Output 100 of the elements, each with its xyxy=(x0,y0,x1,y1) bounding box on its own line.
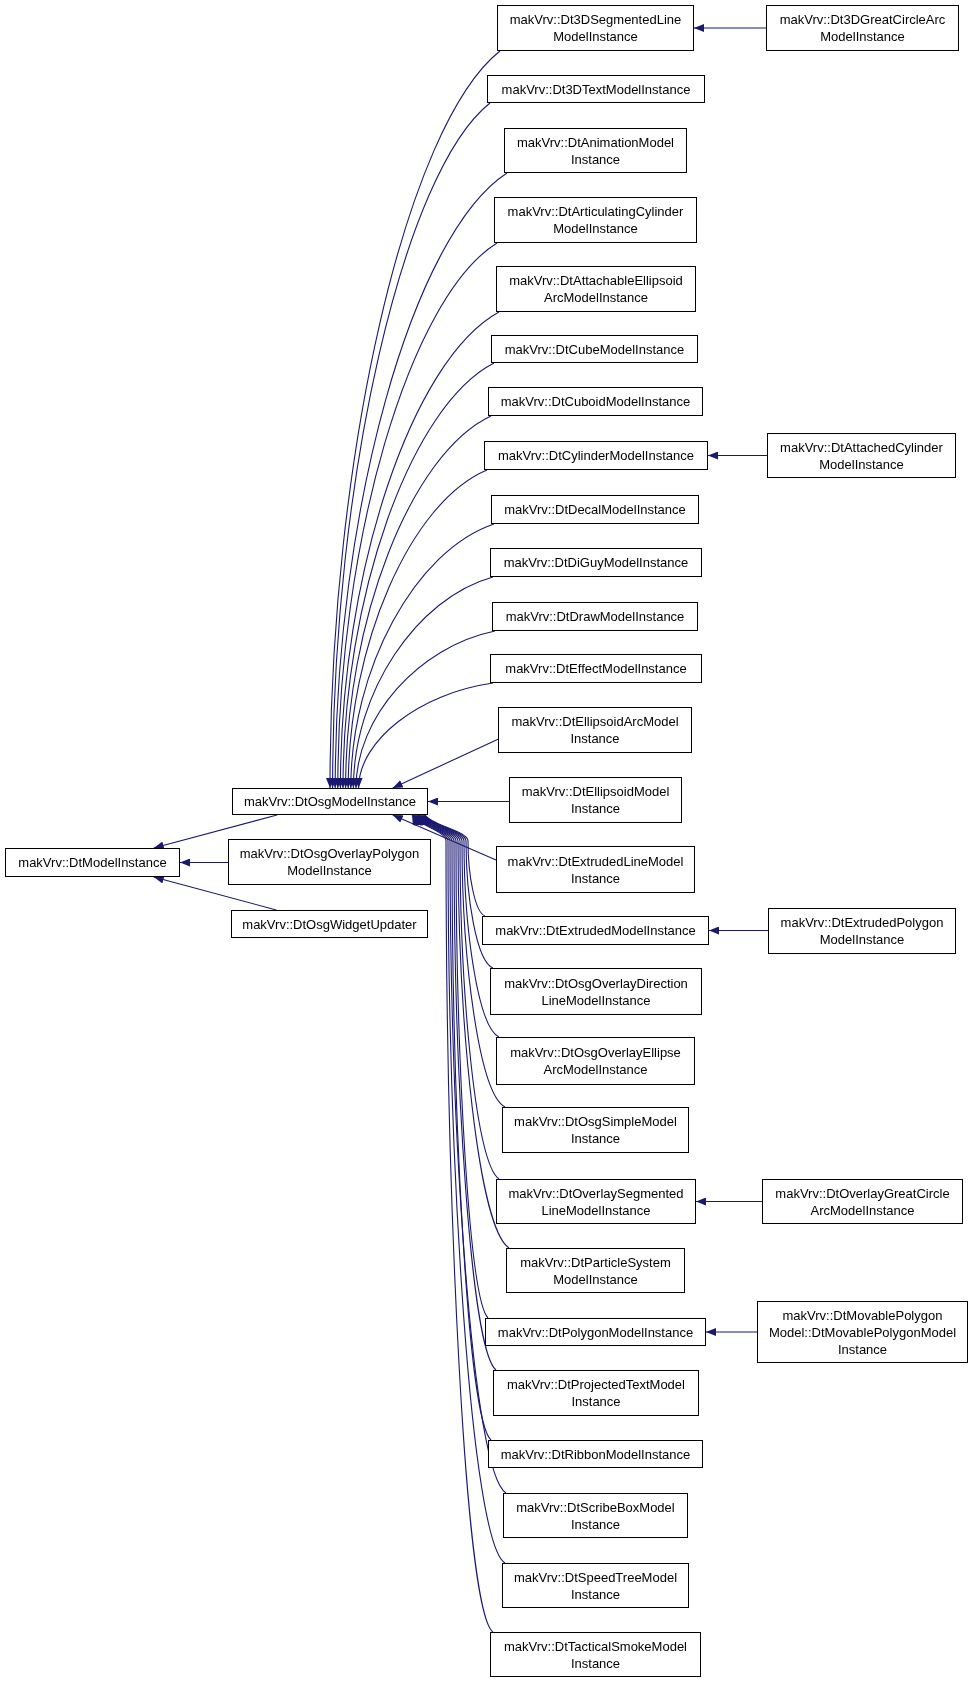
class-box xyxy=(762,1179,963,1224)
arrow xyxy=(153,875,277,911)
class-box xyxy=(506,1248,685,1293)
class-name: makVrv::DtEllipsoidArcModel Instance xyxy=(510,713,680,747)
arrow xyxy=(347,523,495,789)
class-box xyxy=(488,387,703,416)
class-name: makVrv::DtPolygonModelInstance xyxy=(497,1323,694,1341)
class-name: makVrv::DtOsgModelInstance xyxy=(243,793,417,810)
arrow xyxy=(424,814,486,917)
class-name: makVrv::DtOsgOverlayPolygon ModelInstance xyxy=(238,845,421,879)
class-name: makVrv::DtOsgOverlayDirection LineModelInstance xyxy=(503,974,689,1009)
class-box xyxy=(485,1318,706,1346)
class-name: makVrv::DtTacticalSmokeModel Instance xyxy=(503,1637,688,1672)
class-box xyxy=(490,968,702,1015)
class-box xyxy=(494,197,697,243)
class-box xyxy=(768,908,956,954)
arrow xyxy=(707,451,768,460)
class-box xyxy=(491,335,698,363)
arrow xyxy=(705,1328,758,1336)
arrow xyxy=(418,814,510,1249)
class-box xyxy=(504,128,687,173)
class-box xyxy=(231,910,428,938)
class-name: makVrv::DtExtrudedModelInstance xyxy=(495,922,696,939)
arrow xyxy=(392,738,499,789)
class-name: makVrv::DtOsgSimpleModel Instance xyxy=(513,1113,678,1147)
arrow xyxy=(693,24,767,32)
class-name: makVrv::DtAnimationModel Instance xyxy=(516,133,675,168)
class-box xyxy=(484,441,708,470)
class-box xyxy=(496,1179,696,1224)
class-name: makVrv::DtScribeBoxModel Instance xyxy=(515,1498,676,1533)
class-name: makVrv::DtAttachableEllipsoid ArcModelInstance xyxy=(508,272,684,306)
class-box xyxy=(5,848,180,877)
class-box xyxy=(509,777,682,823)
class-box xyxy=(502,1107,689,1153)
arrow xyxy=(415,814,492,1441)
class-name: makVrv::DtAttachedCylinder ModelInstance xyxy=(779,438,944,473)
class-box xyxy=(497,5,694,51)
class-box xyxy=(490,548,702,577)
class-name: makVrv::DtModelInstance xyxy=(18,854,167,871)
class-box xyxy=(498,707,692,753)
class-box xyxy=(491,495,699,524)
class-box xyxy=(490,1632,701,1677)
class-name: makVrv::DtDrawModelInstance xyxy=(505,608,685,625)
arrow xyxy=(417,814,489,1319)
class-box xyxy=(496,1037,695,1085)
arrow xyxy=(352,630,496,789)
arrow xyxy=(695,1197,763,1206)
arrow xyxy=(422,814,500,1038)
class-name: makVrv::DtDecalModelInstance xyxy=(504,501,686,518)
arrow xyxy=(344,469,488,789)
class-name: makVrv::DtEffectModelInstance xyxy=(505,660,687,677)
class-box xyxy=(767,433,956,478)
arrow xyxy=(153,814,278,850)
class-name: makVrv::Dt3DTextModelInstance xyxy=(501,80,691,98)
arrow xyxy=(349,576,494,789)
class-name: makVrv::DtExtrudedPolygon ModelInstance xyxy=(779,914,945,948)
class-name: makVrv::DtParticleSystem ModelInstance xyxy=(519,1253,672,1288)
arrow xyxy=(392,814,497,861)
class-name: makVrv::Dt3DGreatCircleArc ModelInstance xyxy=(778,11,947,45)
class-box xyxy=(757,1301,968,1363)
class-box xyxy=(493,1370,699,1416)
class-box xyxy=(482,916,709,945)
arrow xyxy=(427,797,510,806)
class-name: makVrv::DtOverlaySegmented LineModelInstance xyxy=(507,1184,685,1219)
class-name: makVrv::DtDiGuyModelInstance xyxy=(503,554,689,571)
arrow xyxy=(179,858,229,867)
class-box xyxy=(496,846,695,893)
class-name: makVrv::DtCylinderModelInstance xyxy=(497,447,694,464)
arrow xyxy=(331,172,508,789)
class-name: makVrv::DtEllipsoidModel Instance xyxy=(520,783,671,817)
arrow xyxy=(708,926,769,935)
class-name: makVrv::DtOverlayGreatCircle ArcModelInstance xyxy=(774,1184,951,1219)
arrow xyxy=(421,814,506,1108)
arrow xyxy=(411,814,494,1633)
class-box xyxy=(228,839,431,885)
class-box xyxy=(496,266,696,312)
class-box xyxy=(487,75,705,103)
arrow xyxy=(339,362,495,789)
class-name: makVrv::DtOsgWidgetUpdater xyxy=(242,915,417,933)
class-name: makVrv::DtProjectedTextModel Instance xyxy=(506,1376,686,1410)
class-box xyxy=(503,1493,688,1538)
class-name: makVrv::DtOsgOverlayEllipse ArcModelInstance xyxy=(509,1044,682,1078)
class-name: makVrv::DtArticulatingCylinder ModelInstance xyxy=(506,203,685,237)
arrow xyxy=(341,415,492,789)
class-box xyxy=(232,788,428,815)
class-box xyxy=(502,1563,689,1608)
class-name: makVrv::Dt3DSegmentedLine ModelInstance xyxy=(508,11,683,45)
class-name: makVrv::DtCubeModelInstance xyxy=(504,340,685,358)
class-box xyxy=(488,1440,703,1468)
class-name: makVrv::DtSpeedTreeModel Instance xyxy=(512,1568,678,1603)
class-box xyxy=(492,602,698,631)
class-name: makVrv::DtMovablePolygon Model::DtMovablePolygonModel Instance xyxy=(767,1306,958,1358)
class-name: makVrv::DtExtrudedLineModel Instance xyxy=(506,852,685,887)
class-box xyxy=(766,5,959,51)
arrow xyxy=(419,814,500,1180)
arrow xyxy=(416,814,497,1371)
arrow xyxy=(423,814,494,969)
class-name: makVrv::DtCuboidModelInstance xyxy=(500,393,691,410)
class-name: makVrv::DtRibbonModelInstance xyxy=(500,1445,691,1463)
class-box xyxy=(490,654,702,683)
